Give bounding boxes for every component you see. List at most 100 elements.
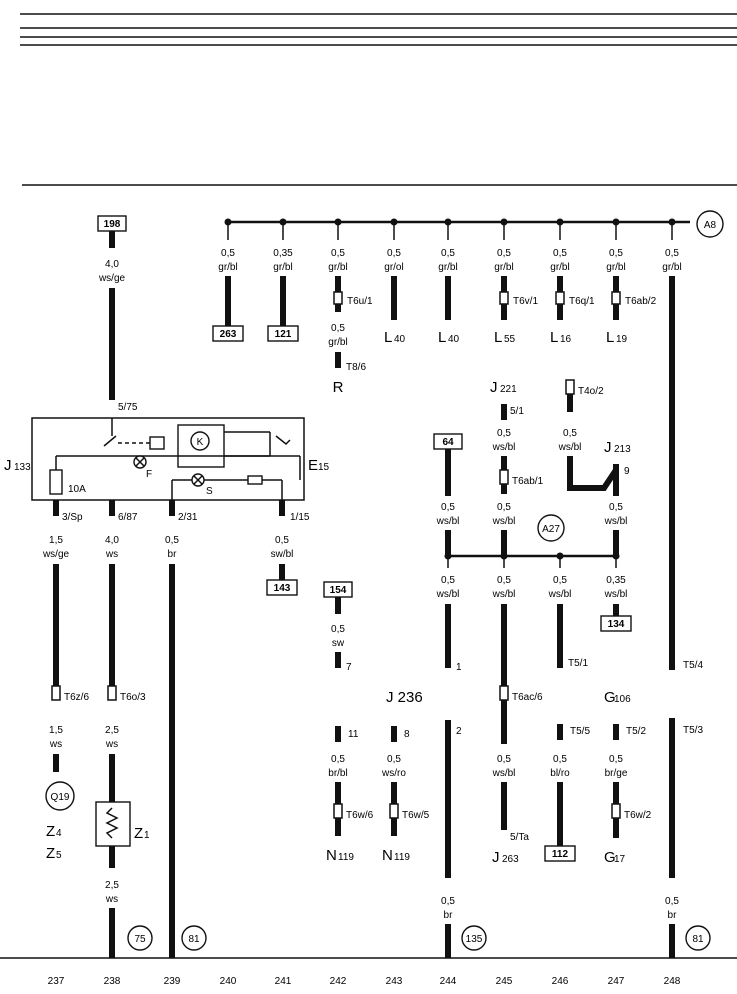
ref-75 [127,925,153,951]
wire_labels-w64_col: ws/bl [436,516,460,527]
connector-t6w2 [611,803,621,819]
wire_labels-a27d_size: 0,35 [606,575,626,586]
wire_labels-j213_size: 0,5 [609,502,623,513]
connectors-t51: T5/1 [568,658,588,669]
components-g106: G [604,689,616,706]
wire_labels-sw_col: sw [332,638,345,649]
wire_labels-j133c_size: 0,5 [165,535,179,546]
bottom_numbers-10: 247 [608,976,625,987]
connectors-t6u1: T6u/1 [347,296,373,307]
bottom_numbers-11: 248 [664,976,681,987]
connectors-t55: T5/5 [570,726,590,737]
boxes-b121: 121 [275,329,292,340]
components-j133: J [4,457,12,474]
terminal-a8 [696,210,724,238]
box-263 [212,325,244,342]
pins-p8: 8 [404,729,410,740]
wire_labels-j133c_col: br [168,549,178,560]
connector-t6v1 [499,291,509,305]
bottom_numbers-3: 240 [220,976,237,987]
components-n119a: N [326,847,337,864]
wire_labels-top6_size: 0,5 [497,248,511,259]
wire_labels-top4_size: 0,5 [387,248,401,259]
wire_labels-j263_size: 0,5 [497,754,511,765]
wire_labels-top8_col: gr/bl [606,262,625,273]
connector-t6u1 [333,291,343,305]
circles-k: K [197,437,204,448]
connectors-t6w5: T6w/5 [402,810,430,821]
wire_labels-g17_size: 0,5 [609,754,623,765]
bottom_numbers-9: 246 [552,976,569,987]
connectors-t6z6: T6z/6 [64,692,89,703]
relay-j133-area: 198 4,0 ws/ge 5/75 J 133 E 15 K 10A F S [4,215,330,501]
wire_labels-z1a_col: ws [105,739,118,750]
components-g17_sub: 17 [614,854,626,865]
pins-p231: 2/31 [178,512,198,523]
wire_labels-j221_size: 0,5 [497,428,511,439]
wire_labels-r_size: 0,5 [331,323,345,334]
wire_labels-n119a_size: 0,5 [331,754,345,765]
components-l40b: L [438,329,446,346]
components-j263_sub: 263 [502,854,519,865]
wire_labels-a27c_col: ws/bl [548,589,572,600]
pins-p11: 11 [348,729,359,740]
components-l40a: L [384,329,392,346]
pins-p115: 1/15 [290,512,310,523]
pins-p575: 5/75 [118,402,138,413]
components-j133_sub: 133 [14,462,31,473]
components-f: F [146,469,152,480]
wire_labels-w64_size: 0,5 [441,502,455,513]
connectors-t6v1: T6v/1 [513,296,538,307]
pins-p5ta: 5/Ta [510,832,529,843]
wire_labels-a27b_size: 0,5 [497,575,511,586]
wire_labels-t4o_size: 0,5 [563,428,577,439]
boxes-b134: 134 [608,619,625,630]
components-l55_sub: 55 [504,334,516,345]
wire_labels-g17_col: br/ge [605,768,628,779]
wire_labels-top9_col: gr/bl [662,262,681,273]
circles-a27: A27 [542,524,560,535]
wire_labels-a27a_col: ws/bl [436,589,460,600]
pins-p9: 9 [624,466,630,477]
wire_labels-n119a_col: br/bl [328,768,347,779]
wire_labels-wab_size: 0,5 [497,502,511,513]
component-r: R [333,379,344,396]
wire_labels-j221_col: ws/bl [492,442,516,453]
connectors-t4o2: T4o/2 [578,386,604,397]
wire_labels-a27d_col: ws/bl [604,589,628,600]
components-j221_sub: 221 [500,384,517,395]
wire-154: 154 0,5 sw 7 J 236 [323,581,423,706]
connectors-t6o3: T6o/3 [120,692,146,703]
components-l40b_sub: 40 [448,334,460,345]
wire_labels-z1b_col: ws [105,894,118,905]
bottom_numbers-4: 241 [275,976,292,987]
components-s: S [206,486,213,497]
bus-a8: A8 [224,210,724,238]
bottom_numbers-8: 245 [496,976,513,987]
components-n119a_sub: 119 [338,852,354,863]
j133-outputs: 3/Sp 1,5 ws/ge T6z/6 1,5 ws Q19 Z 4 Z 5 … [42,500,310,958]
wire_labels-w135_col: br [444,910,454,921]
wire_labels-top2_col: gr/bl [273,262,292,273]
connector-t6ac6 [499,685,509,701]
components-j213_sub: 213 [614,444,631,455]
components-n119b: N [382,847,393,864]
pins-p1: 1 [456,662,462,673]
wire_labels-w81b_size: 0,5 [665,896,679,907]
components-n119b_sub: 119 [394,852,410,863]
boxes-b64: 64 [442,437,454,448]
wire_labels-j133d_size: 0,5 [275,535,289,546]
bottom_numbers-6: 243 [386,976,403,987]
n119-outputs: 11 0,5 br/bl T6w/6 N 119 8 0,5 ws/ro T6w… [326,726,430,864]
pins-p51: 5/1 [510,406,524,417]
component-j236: J 236 [386,689,423,706]
boxes-b112: 112 [552,849,569,860]
wire_labels-t4o_col: ws/bl [558,442,582,453]
connectors-t54: T5/4 [683,660,703,671]
connectors-t6w6: T6w/6 [346,810,374,821]
wire_labels-j133b_col: ws [105,549,118,560]
components-l16: L [550,329,558,346]
wire_labels-r_col: gr/bl [328,337,347,348]
wire_labels-wab_col: ws/bl [492,516,516,527]
